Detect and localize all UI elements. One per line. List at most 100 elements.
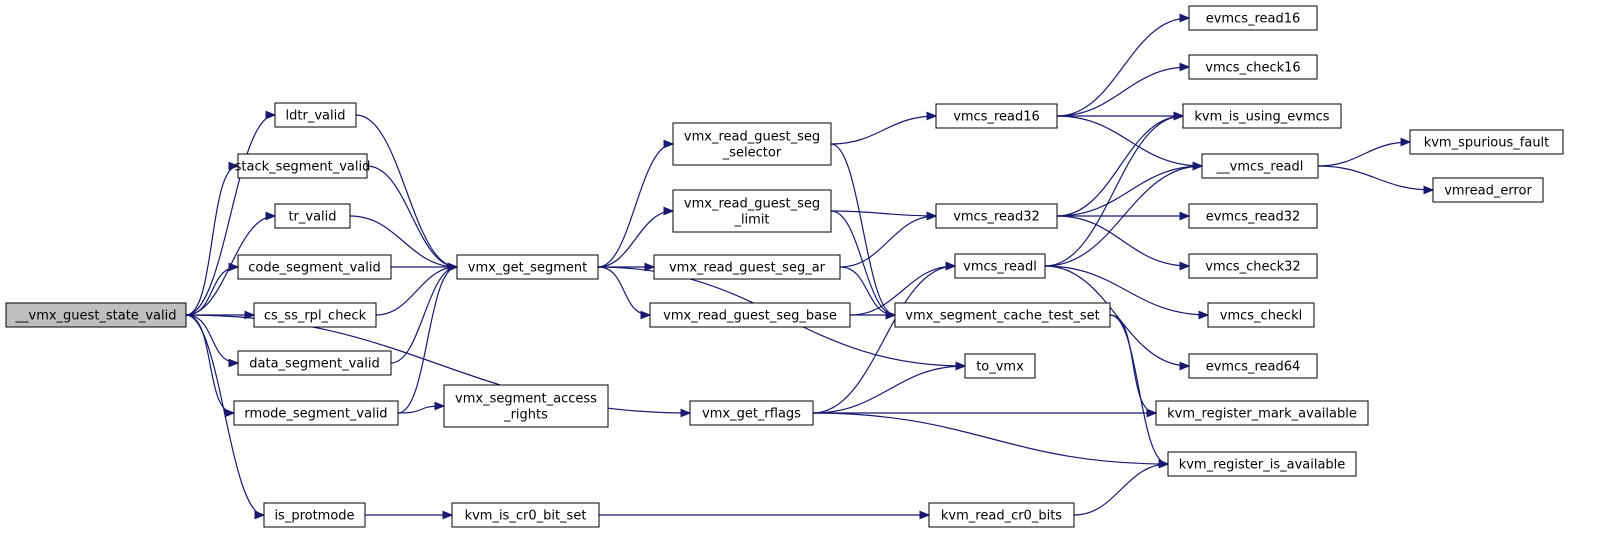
node-vmcs-read16[interactable]: vmcs_read16 <box>935 103 1058 129</box>
edge-vr16-to-ev16 <box>1056 13 1191 117</box>
edge-cr0bits-to-isav <box>1073 459 1170 516</box>
node-vmx-get-rflags[interactable]: vmx_get_rflags <box>689 400 814 426</box>
node-vmx-guest-state-valid[interactable]: __vmx_guest_state_valid <box>5 302 187 328</box>
node-vmcs-check32[interactable]: vmcs_check32 <box>1188 253 1318 279</box>
node-box <box>1201 153 1319 179</box>
node-rmode-segment-valid[interactable]: rmode_segment_valid <box>233 400 399 426</box>
node-box <box>233 400 399 426</box>
edge-vmreadl-to-spurious <box>1317 137 1412 167</box>
node-vmx-segment-cache-test-set[interactable]: vmx_segment_cache_test_set <box>894 302 1111 328</box>
node-box <box>1182 103 1342 129</box>
edge-rmode-to-getseg <box>397 262 459 414</box>
node-label: vmcs_check32 <box>1205 260 1300 275</box>
node-kvm-spurious-fault[interactable]: kvm_spurious_fault <box>1409 129 1564 155</box>
node-label: vmcs_check16 <box>1205 61 1300 76</box>
edge-rflags-to-isav <box>812 412 1170 469</box>
node-box <box>689 400 814 426</box>
node-box <box>1409 129 1564 155</box>
node-kvm-register-mark-available[interactable]: kvm_register_mark_available <box>1155 400 1369 426</box>
node-vmx-segment-access-rights[interactable]: vmx_segment_access_rights <box>443 384 609 428</box>
node-ldtr-valid[interactable]: ldtr_valid <box>274 102 357 128</box>
node-label: _limit <box>733 213 769 228</box>
node-label: code_segment_valid <box>248 261 381 276</box>
node-vmread-error[interactable]: vmread_error <box>1432 177 1544 203</box>
node-box <box>1188 203 1318 229</box>
edge-vrl-to-ev64 <box>1044 265 1191 371</box>
node-label: vmcs_read16 <box>953 110 1040 125</box>
node-label: evmcs_read32 <box>1206 210 1301 225</box>
node-label: evmcs_read16 <box>1206 12 1301 27</box>
edge-vmreadl-to-vmrerr <box>1317 165 1435 195</box>
node-label: vmx_get_segment <box>468 261 587 276</box>
edge-ldtr-to-getseg <box>355 114 459 272</box>
node-box <box>451 502 600 528</box>
node-vmx-get-segment[interactable]: vmx_get_segment <box>456 254 599 280</box>
node-label: vmx_read_guest_seg <box>684 130 820 145</box>
node-evmcs-read32[interactable]: evmcs_read32 <box>1188 203 1318 229</box>
node-box <box>954 253 1046 279</box>
node-box <box>928 502 1075 528</box>
node-label: cs_ss_rpl_check <box>264 309 367 324</box>
node-vmcs-readl[interactable]: vmcs_readl <box>954 253 1046 279</box>
node-label: vmx_read_guest_seg_base <box>663 309 837 324</box>
node-box <box>274 102 357 128</box>
node-tr-valid[interactable]: tr_valid <box>274 203 351 229</box>
node-label: vmx_get_rflags <box>702 407 801 422</box>
edge-gsv-to-stack <box>185 161 240 316</box>
node-box <box>653 254 841 280</box>
node-box <box>456 254 599 280</box>
node-box <box>1188 54 1318 80</box>
node-evmcs-read16[interactable]: evmcs_read16 <box>1188 5 1318 31</box>
node-label: rmode_segment_valid <box>244 407 387 422</box>
node-label: kvm_read_cr0_bits <box>941 509 1062 524</box>
node-box <box>1188 5 1318 31</box>
node-vmcs-readl[interactable]: __vmcs_readl <box>1201 153 1319 179</box>
edge-cr0set-to-cr0bits <box>599 510 931 520</box>
node-box <box>274 203 351 229</box>
node-vmx-read-guest-seg-limit[interactable]: vmx_read_guest_seg_limit <box>672 189 832 233</box>
node-box <box>649 302 851 328</box>
node-box <box>1167 451 1357 477</box>
edge-getseg-to-rglim <box>597 206 675 268</box>
node-is-protmode[interactable]: is_protmode <box>263 502 366 528</box>
node-stack-segment-valid[interactable]: stack_segment_valid <box>235 153 371 179</box>
node-vmx-read-guest-seg-ar[interactable]: vmx_read_guest_seg_ar <box>653 254 841 280</box>
edge-vr32-to-vc32 <box>1056 215 1191 271</box>
node-vmcs-checkl[interactable]: vmcs_checkl <box>1207 302 1315 328</box>
node-label: kvm_is_using_evmcs <box>1194 110 1329 125</box>
edge-vr16-to-usingev <box>1057 111 1185 121</box>
node-kvm-read-cr0-bits[interactable]: kvm_read_cr0_bits <box>928 502 1075 528</box>
node-label: kvm_spurious_fault <box>1424 136 1550 151</box>
node-box <box>443 384 609 428</box>
node-vmcs-read32[interactable]: vmcs_read32 <box>935 203 1058 229</box>
edge-cachets-to-markav <box>1109 314 1158 418</box>
node-label: vmx_segment_cache_test_set <box>905 309 1099 324</box>
node-label: is_protmode <box>274 509 354 524</box>
node-box <box>5 302 187 328</box>
edge-rmode-to-segacc <box>397 401 446 414</box>
node-data-segment-valid[interactable]: data_segment_valid <box>237 350 392 376</box>
node-to-vmx[interactable]: to_vmx <box>964 353 1036 379</box>
node-cs-ss-rpl-check[interactable]: cs_ss_rpl_check <box>253 302 377 328</box>
node-kvm-is-cr0-bit-set[interactable]: kvm_is_cr0_bit_set <box>451 502 600 528</box>
node-kvm-is-using-evmcs[interactable]: kvm_is_using_evmcs <box>1182 103 1342 129</box>
node-box <box>253 302 377 328</box>
node-label: data_segment_valid <box>249 357 379 372</box>
edge-rflags-to-tovmx <box>812 361 967 414</box>
edge-rgbase-to-cachets <box>850 310 897 320</box>
node-vmcs-check16[interactable]: vmcs_check16 <box>1188 54 1318 80</box>
node-label: __vmx_guest_state_valid <box>15 309 177 324</box>
node-label: ldtr_valid <box>286 109 346 124</box>
edge-cachets-to-isav <box>1109 314 1170 469</box>
edge-rgar-to-vr32 <box>839 211 938 268</box>
node-vmx-read-guest-seg-base[interactable]: vmx_read_guest_seg_base <box>649 302 851 328</box>
node-kvm-register-is-available[interactable]: kvm_register_is_available <box>1167 451 1357 477</box>
node-label: kvm_is_cr0_bit_set <box>465 509 587 524</box>
node-code-segment-valid[interactable]: code_segment_valid <box>237 254 392 280</box>
node-box <box>935 103 1058 129</box>
node-label: vmread_error <box>1444 184 1532 199</box>
node-label: _selector <box>722 146 782 161</box>
node-evmcs-read64[interactable]: evmcs_read64 <box>1188 353 1318 379</box>
node-vmx-read-guest-seg-selector[interactable]: vmx_read_guest_seg_selector <box>672 122 832 166</box>
